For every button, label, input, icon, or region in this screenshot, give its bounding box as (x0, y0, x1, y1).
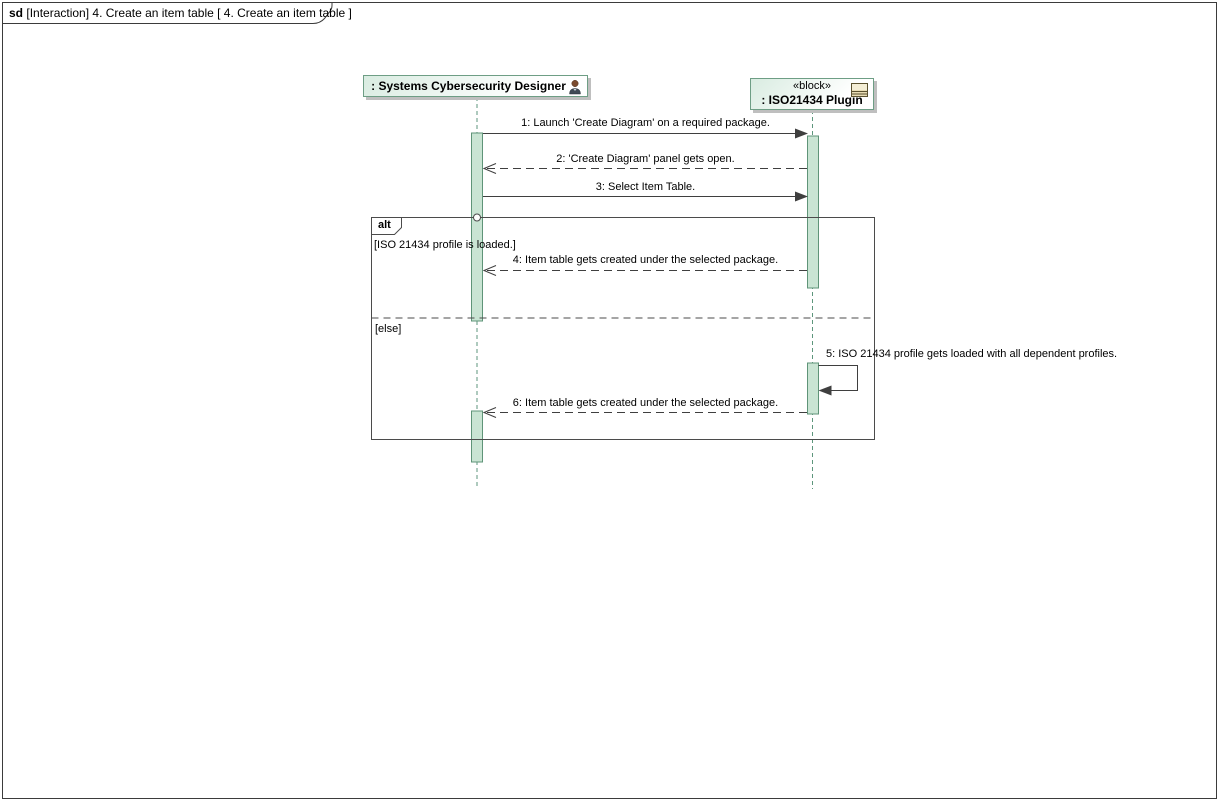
alt-operator-pentagon[interactable] (371, 217, 402, 235)
arrowhead-open-icon (482, 265, 497, 276)
message-5-label[interactable]: 5: ISO 21434 profile gets loaded with al… (826, 348, 1118, 360)
activation-designer-1[interactable] (471, 132, 483, 322)
fragment-guard-if[interactable]: [ISO 21434 profile is loaded.] (374, 239, 516, 251)
message-4[interactable] (482, 265, 807, 276)
alt-fragment-border[interactable] (371, 217, 875, 440)
message-4-label[interactable]: 4: Item table gets created under the sel… (512, 254, 779, 266)
lifeline-plugin-label: : ISO21434 Plugin (761, 93, 863, 108)
message-2[interactable] (482, 163, 807, 174)
frame-title-text: [Interaction] 4. Create an item table [ … (26, 6, 352, 20)
message-6-label[interactable]: 6: Item table gets created under the sel… (512, 397, 779, 409)
message-6[interactable] (482, 407, 807, 418)
arrowhead-open-icon (482, 163, 497, 174)
message-3[interactable] (483, 191, 808, 202)
lifeline-head-plugin[interactable]: «block» : ISO21434 Plugin (750, 78, 874, 110)
activation-plugin-1[interactable] (807, 135, 819, 289)
message-2-label[interactable]: 2: 'Create Diagram' panel gets open. (556, 153, 735, 165)
message-3-label[interactable]: 3: Select Item Table. (595, 181, 696, 193)
frame-tab-title: sd [Interaction] 4. Create an item table… (9, 6, 352, 20)
alt-operator-label[interactable]: alt (378, 219, 391, 231)
activation-plugin-2[interactable] (807, 362, 819, 415)
fragment-guard-else[interactable]: [else] (375, 323, 402, 335)
frame-tab-outline (3, 3, 333, 24)
lifeline-designer-label: : Systems Cybersecurity Designer (371, 79, 566, 93)
lifeline-head-designer[interactable]: : Systems Cybersecurity Designer (363, 75, 588, 97)
message-1-label[interactable]: 1: Launch 'Create Diagram' on a required… (521, 117, 770, 129)
block-icon (851, 83, 868, 97)
person-icon (569, 80, 581, 95)
message-1[interactable] (483, 128, 808, 139)
arrowhead-filled-icon (795, 191, 808, 202)
frame-keyword: sd (9, 6, 24, 20)
fragment-lifeline-marker (473, 213, 481, 222)
arrowhead-filled-icon (795, 128, 808, 139)
lifeline-plugin-stereotype: «block» (793, 80, 831, 93)
arrowhead-filled-icon (818, 385, 832, 396)
activation-designer-2[interactable] (471, 410, 483, 463)
arrowhead-open-icon (482, 407, 497, 418)
message-5[interactable] (818, 365, 858, 396)
alt-fragment[interactable] (371, 213, 875, 440)
